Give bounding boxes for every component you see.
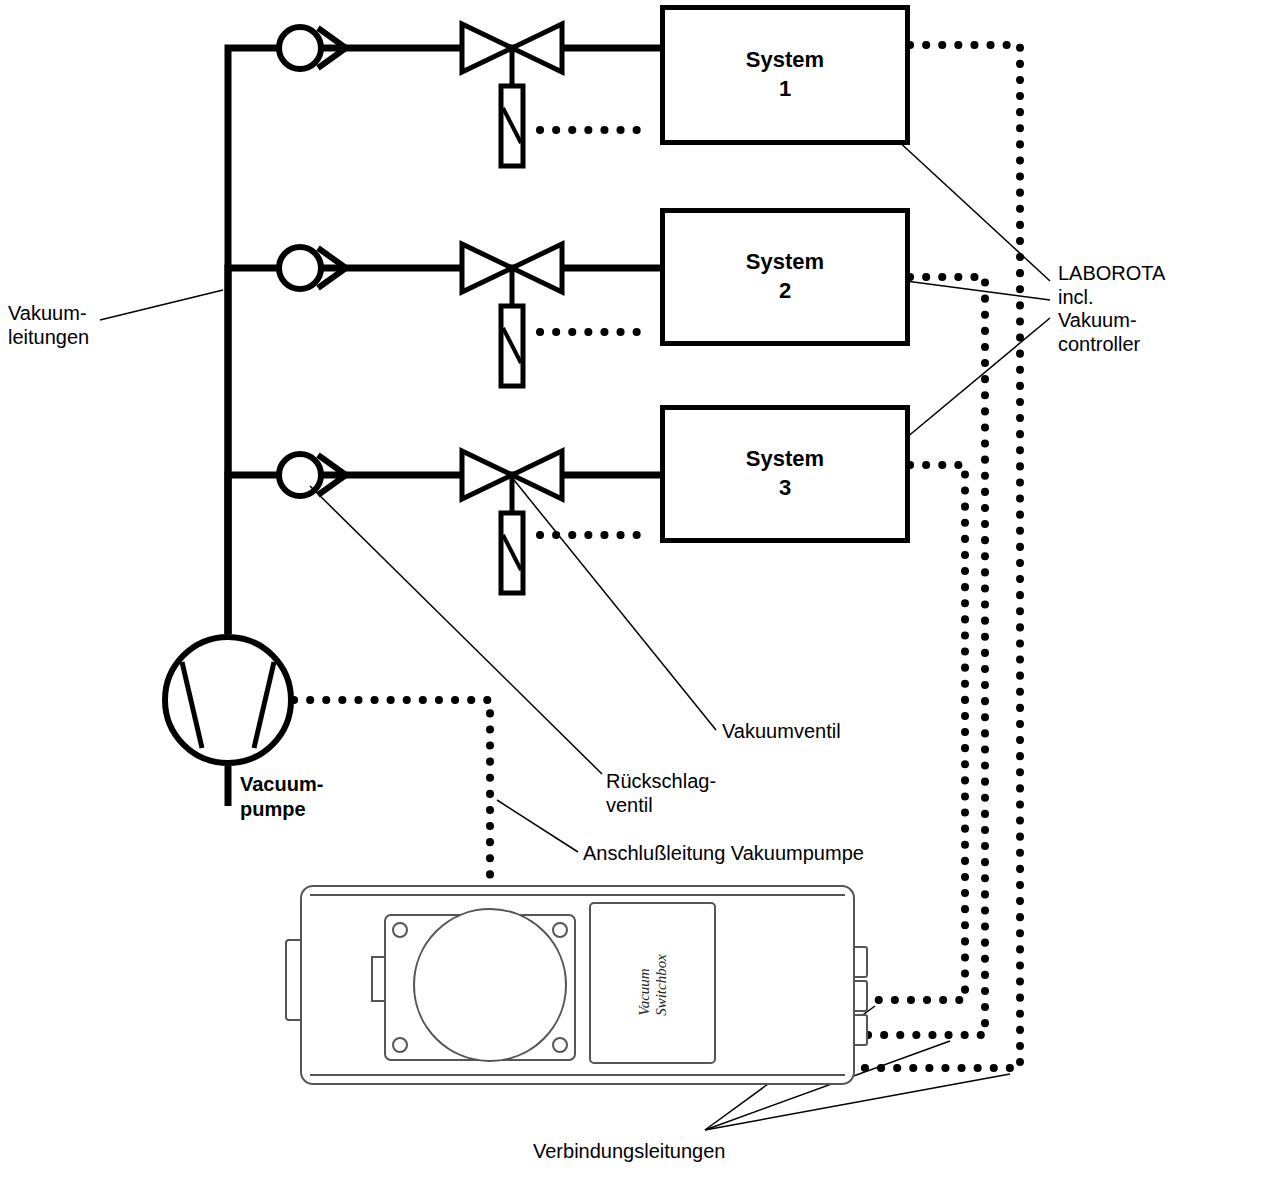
vacuum-line (228, 475, 660, 634)
part-label: Verbindungsleitungen (533, 1140, 725, 1164)
signal-line (294, 700, 490, 885)
part-label: Vakuum- leitungen (8, 302, 89, 349)
signal-line (855, 45, 1020, 1068)
system-box: System 2 (660, 208, 910, 346)
system-name: System 3 (746, 445, 824, 502)
valve-group (279, 244, 652, 386)
signal-line (855, 465, 965, 1000)
pump-outlet (225, 766, 232, 806)
signal-line (855, 277, 985, 1035)
part-label: Rückschlag- ventil (606, 770, 716, 817)
pump-name: Vacuum- pumpe (240, 772, 323, 822)
system-box: System 3 (660, 405, 910, 543)
pump-symbol (162, 634, 294, 766)
system-name: System 2 (746, 248, 824, 305)
valve-group (279, 451, 652, 593)
part-label: Anschlußleitung Vakuumpumpe (583, 842, 864, 866)
part-label: Vakuumventil (722, 720, 841, 744)
switchbox: Vacuum Switchbox (300, 885, 855, 1085)
vacuum-line (228, 268, 660, 634)
switchbox-housing (300, 885, 855, 1085)
part-label: LABOROTA incl. Vakuum- controller (1058, 262, 1164, 356)
valve-group (279, 24, 652, 166)
system-name: System 1 (746, 46, 824, 103)
vacuum-line (228, 48, 660, 634)
vacuum-pump: Vacuum- pumpe (162, 634, 294, 766)
switchbox-name: Vacuum Switchbox (636, 954, 669, 1016)
leader-lines (100, 115, 1050, 1130)
system-box: System 1 (660, 5, 910, 145)
